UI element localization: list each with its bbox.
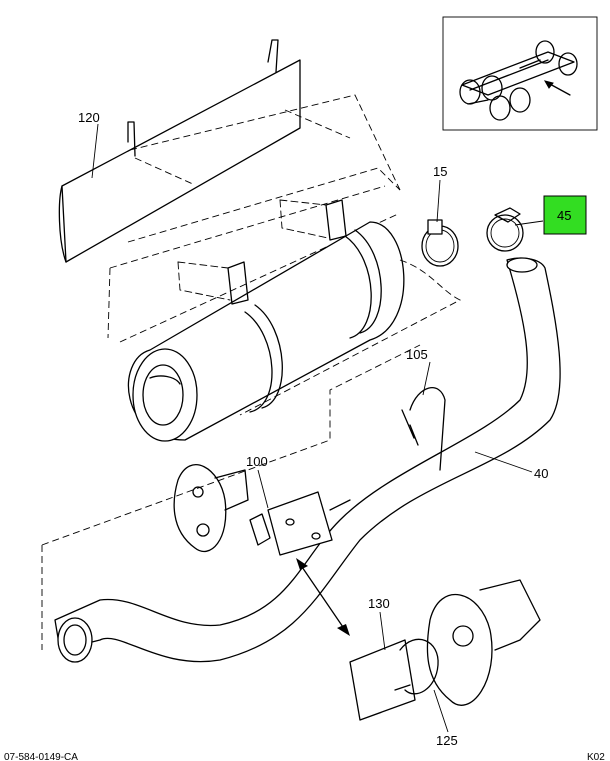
mounting-outline	[41, 344, 421, 650]
clamp-15	[421, 219, 459, 267]
callout-125: 125	[436, 733, 458, 748]
u-bolt-105	[401, 387, 446, 471]
callout-105: 105	[406, 347, 428, 362]
exhaust-pipe-40	[54, 257, 561, 663]
clamp-45	[486, 207, 524, 252]
sheet-code: K02	[587, 752, 605, 761]
heat-shield-120	[58, 39, 301, 263]
drawing-id: 07-584-0149-CA	[4, 752, 78, 761]
bracket-100	[249, 491, 351, 556]
highlight-box-45	[543, 195, 587, 235]
callout-100: 100	[246, 454, 268, 469]
direction-arrow	[296, 558, 350, 636]
chassis-locator-inset	[442, 16, 598, 131]
leader-lines	[91, 123, 544, 733]
engine-flange-upper	[173, 464, 249, 553]
callout-40: 40	[534, 466, 548, 481]
engine-flange-lower	[426, 579, 541, 706]
muffler-brackets	[177, 199, 347, 305]
callout-120: 120	[78, 110, 100, 125]
callout-130: 130	[368, 596, 390, 611]
muffler	[127, 221, 461, 442]
hanger-130	[349, 638, 439, 721]
callout-15: 15	[433, 164, 447, 179]
callout-45: 45	[557, 208, 571, 223]
